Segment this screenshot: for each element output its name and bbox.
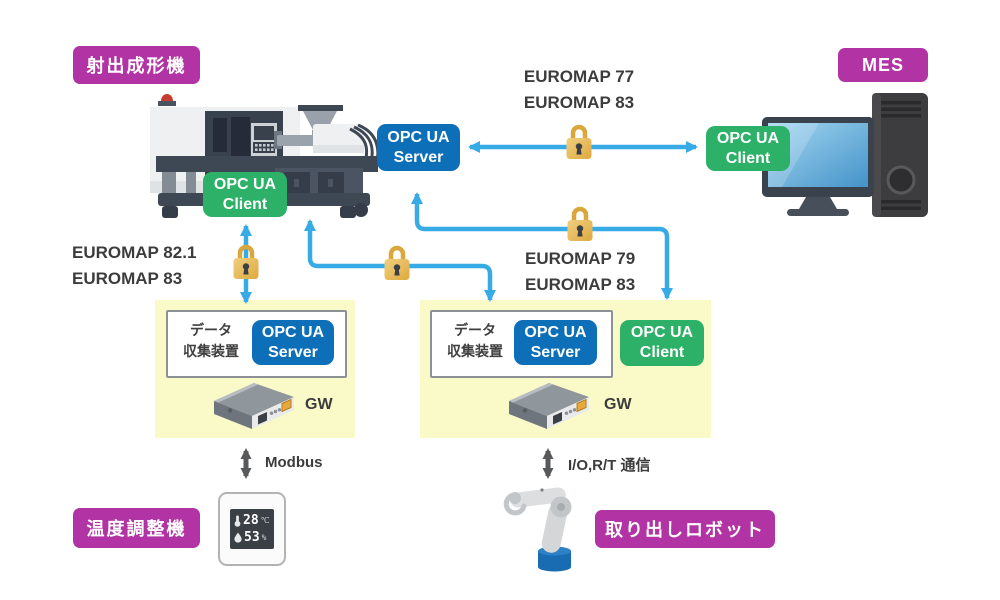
- padlock-icon: [233, 244, 259, 279]
- padlock-icon: [384, 245, 410, 280]
- gateway-icon: [509, 383, 589, 429]
- temperature-unit: ℃: [260, 516, 270, 525]
- humidity-value: 53: [244, 530, 260, 545]
- badge-line: OPC UA: [524, 323, 587, 341]
- right-opcua-server-badge: OPC UA Server: [514, 320, 597, 365]
- badge-line: Server: [530, 343, 581, 361]
- gateway-icon: [214, 383, 294, 429]
- badge-line: OPC UA: [387, 128, 450, 146]
- protocol-line: EUROMAP 83: [72, 269, 183, 288]
- humidity-unit: %: [261, 533, 267, 542]
- collector-line: 収集装置: [183, 343, 239, 359]
- protocol-euromap-top: EUROMAP 77 EUROMAP 83: [503, 64, 655, 116]
- modbus-label: Modbus: [265, 454, 323, 471]
- left-opcua-server-badge: OPC UA Server: [252, 320, 334, 365]
- badge-line: OPC UA: [630, 324, 694, 341]
- left-data-collector-label: データ 収集装置: [170, 320, 252, 362]
- collector-line: データ: [190, 322, 232, 338]
- temperature-value: 28: [243, 513, 259, 528]
- badge-line: Client: [639, 344, 685, 361]
- io-rt-label: I/O,R/T 通信: [568, 457, 651, 474]
- right-opcua-client-badge: OPC UA Client: [620, 320, 704, 366]
- mes-label: MES: [838, 48, 928, 82]
- machine-opcua-client-badge: OPC UA Client: [203, 172, 287, 217]
- protocol-line: EUROMAP 83: [523, 93, 635, 112]
- robot-arm-icon: [503, 487, 572, 572]
- protocol-line: EUROMAP 79: [525, 249, 636, 268]
- protocol-line: EUROMAP 83: [525, 275, 636, 294]
- protocol-line: EUROMAP 82.1: [72, 243, 197, 262]
- right-gw-label: GW: [604, 396, 632, 413]
- badge-line: OPC UA: [716, 129, 780, 147]
- badge-line: Server: [393, 148, 444, 166]
- collector-line: データ: [454, 322, 496, 338]
- protocol-euromap-mid: EUROMAP 79 EUROMAP 83: [525, 246, 635, 298]
- machine-opcua-server-badge: OPC UA Server: [377, 124, 460, 171]
- right-data-collector-label: データ 収集装置: [434, 320, 516, 362]
- badge-line: OPC UA: [213, 175, 277, 193]
- thermometer-icon: [234, 515, 241, 527]
- mes-opcua-client-badge: OPC UA Client: [706, 126, 790, 171]
- badge-line: Server: [268, 343, 318, 361]
- badge-line: Client: [725, 149, 771, 167]
- machine-label: 射出成形機: [73, 46, 200, 84]
- padlock-icon: [567, 206, 593, 241]
- droplet-icon: [234, 532, 242, 543]
- collector-line: 収集装置: [447, 343, 503, 359]
- humidity-row: 53 %: [234, 530, 274, 545]
- protocol-line: EUROMAP 77: [523, 67, 635, 86]
- badge-line: OPC UA: [261, 323, 325, 341]
- badge-line: Client: [222, 195, 268, 213]
- protocol-euromap-left: EUROMAP 82.1 EUROMAP 83: [72, 240, 196, 292]
- temperature-controller-icon: 28 ℃ 53 %: [218, 492, 286, 566]
- temperature-row: 28 ℃: [234, 513, 274, 528]
- desktop-pc-icon: [762, 93, 928, 217]
- left-gw-label: GW: [305, 396, 333, 413]
- temperature-display: 28 ℃ 53 %: [230, 509, 274, 549]
- temp-controller-label: 温度調整機: [73, 508, 200, 548]
- robot-label: 取り出しロボット: [595, 510, 775, 548]
- padlock-icon: [566, 124, 592, 159]
